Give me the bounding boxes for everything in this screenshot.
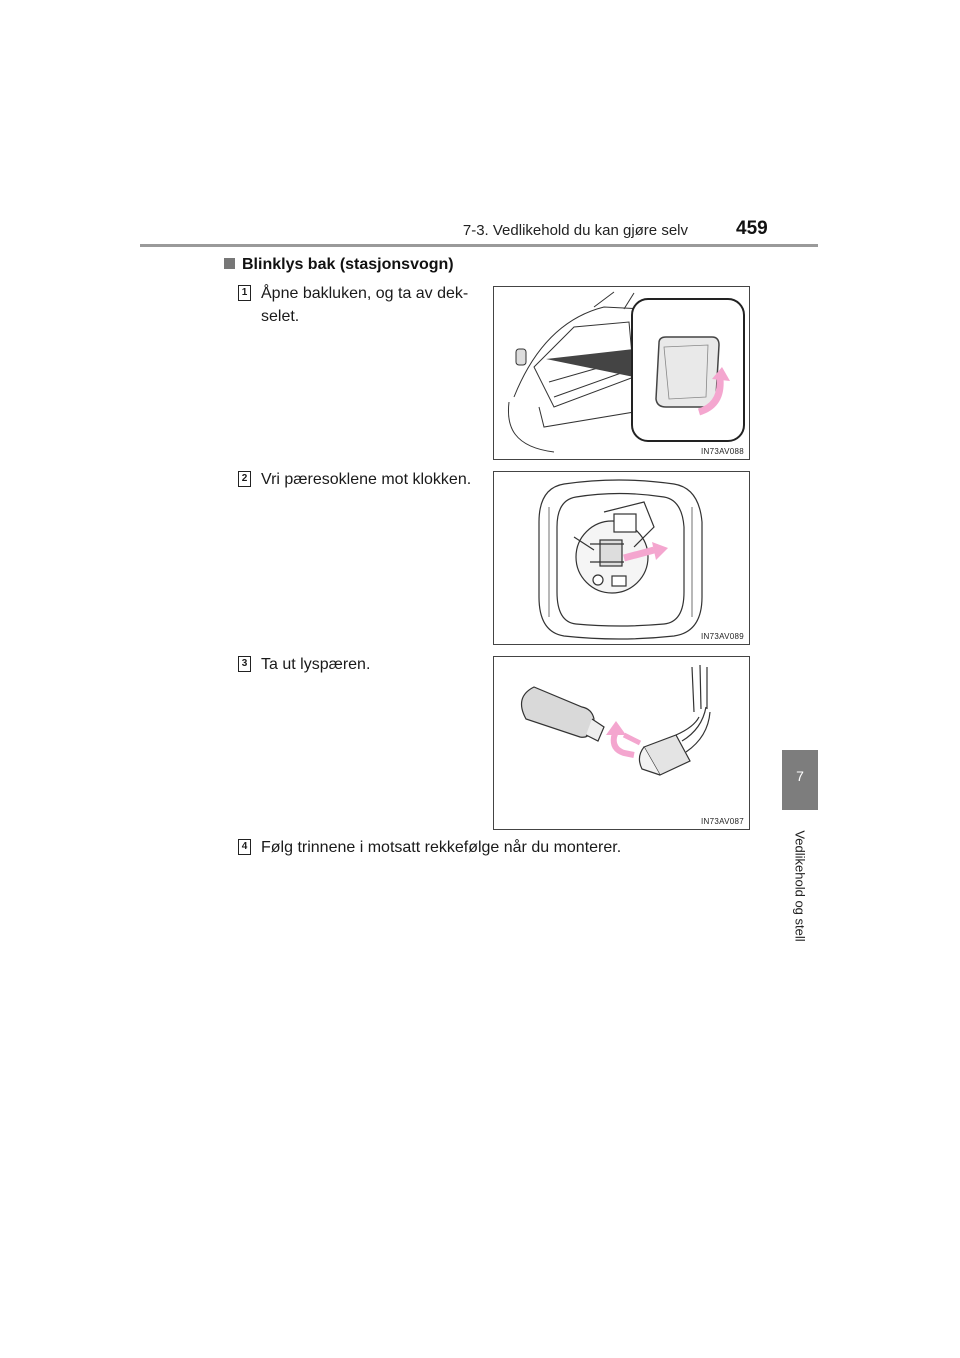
step-badge-1: 1 <box>238 285 251 301</box>
figure-code-2: IN73AV089 <box>700 632 744 641</box>
figure-bulb-removal: IN73AV087 <box>493 656 750 830</box>
figure-code-3: IN73AV087 <box>700 817 744 826</box>
bulb-illustration <box>520 664 711 776</box>
figure-code-1: IN73AV088 <box>700 447 744 456</box>
square-bullet-icon <box>224 258 235 269</box>
figure-tailgate-cover: IN73AV088 <box>493 286 750 460</box>
sockets-illustration <box>538 479 703 640</box>
step-badge-4: 4 <box>238 839 251 855</box>
chapter-number: 7 <box>796 768 804 784</box>
figure-bulb-sockets: IN73AV089 <box>493 471 750 645</box>
tailgate-illustration <box>507 291 745 453</box>
section-heading-text: Blinklys bak (stasjonsvogn) <box>242 256 454 273</box>
chapter-label: Vedlikehold og stell <box>792 830 808 942</box>
step-text-2: Vri pæresoklene mot klokken. <box>261 471 472 488</box>
running-header: 7-3. Vedlikehold du kan gjøre selv <box>462 222 688 239</box>
page-number: 459 <box>736 218 768 239</box>
chapter-tab: 7 <box>782 750 818 810</box>
header-rule <box>140 244 818 247</box>
section-heading: Blinklys bak (stasjonsvogn) <box>224 256 454 274</box>
step-badge-3: 3 <box>238 656 251 672</box>
step-text-1: Åpne bakluken, og ta av dek- selet. <box>261 285 469 325</box>
step-badge-2: 2 <box>238 471 251 487</box>
step-text-3: Ta ut lyspæren. <box>261 656 371 673</box>
step-text-4: Følg trinnene i motsatt rekkefølge når d… <box>261 839 622 856</box>
